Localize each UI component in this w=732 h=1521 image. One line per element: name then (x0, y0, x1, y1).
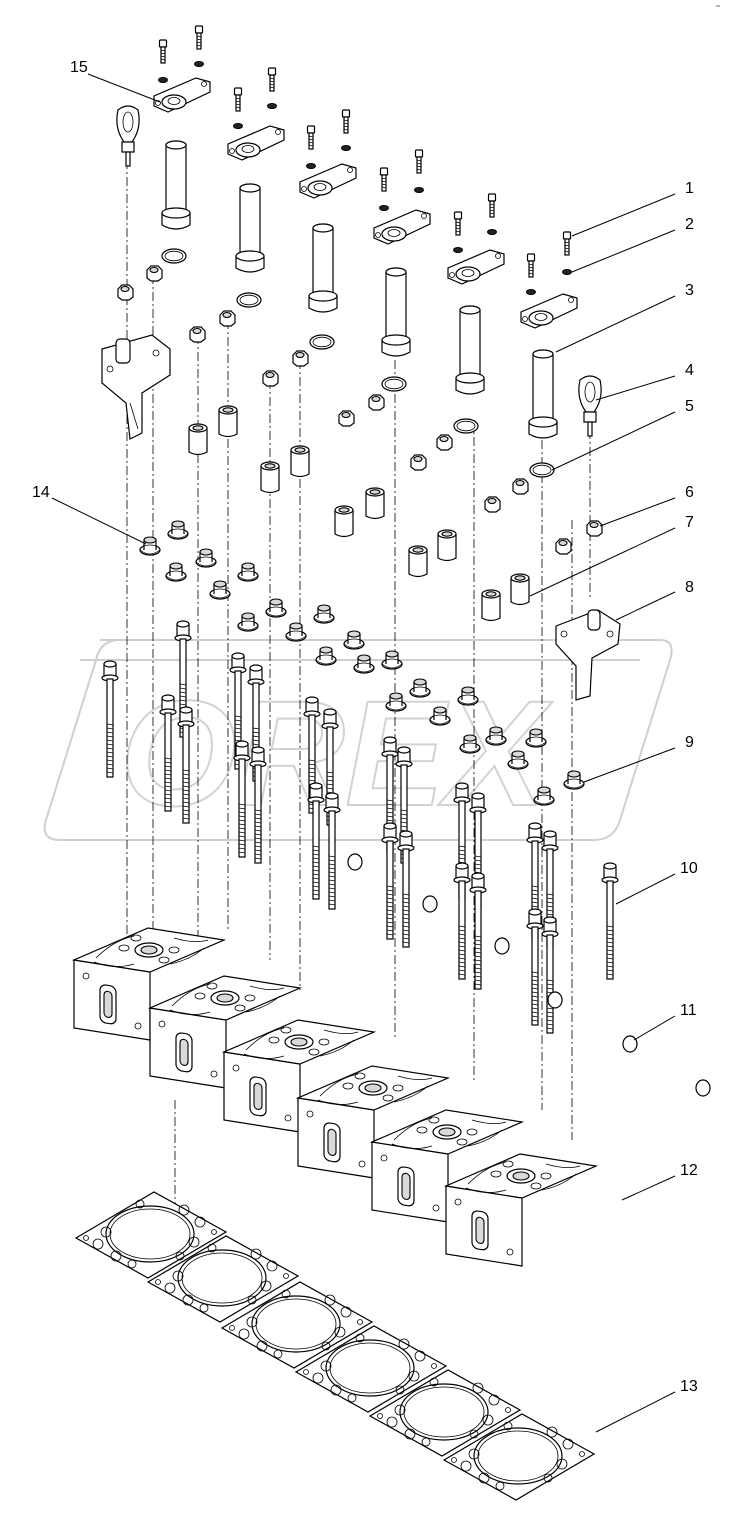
callout-3: 3 (685, 282, 694, 299)
guide-bushes (188, 405, 530, 622)
callout-6: 6 (685, 484, 694, 501)
injector-clamp-assemblies (153, 25, 578, 478)
callout-13: 13 (680, 1378, 698, 1395)
callout-7: 7 (685, 514, 694, 531)
callout-2: 2 (685, 216, 694, 233)
callout-5: 5 (685, 398, 694, 415)
callout-9: 9 (685, 734, 694, 751)
callout-14: 14 (32, 484, 50, 501)
callout-15: 15 (70, 59, 88, 76)
corner-mark: °° (716, 5, 720, 11)
callout-labels: 1 2 3 4 5 6 7 8 9 10 11 12 13 14 15 (32, 59, 698, 1395)
callout-10: 10 (680, 860, 698, 877)
callout-leaders (51, 73, 676, 1433)
plugs (347, 853, 711, 1097)
callout-12: 12 (680, 1162, 698, 1179)
callout-8: 8 (685, 579, 694, 596)
sensor-brackets (101, 334, 621, 701)
callout-1: 1 (685, 180, 694, 197)
callout-11: 11 (680, 1002, 697, 1019)
callout-4: 4 (685, 362, 694, 379)
lifting-eyes (116, 105, 602, 437)
